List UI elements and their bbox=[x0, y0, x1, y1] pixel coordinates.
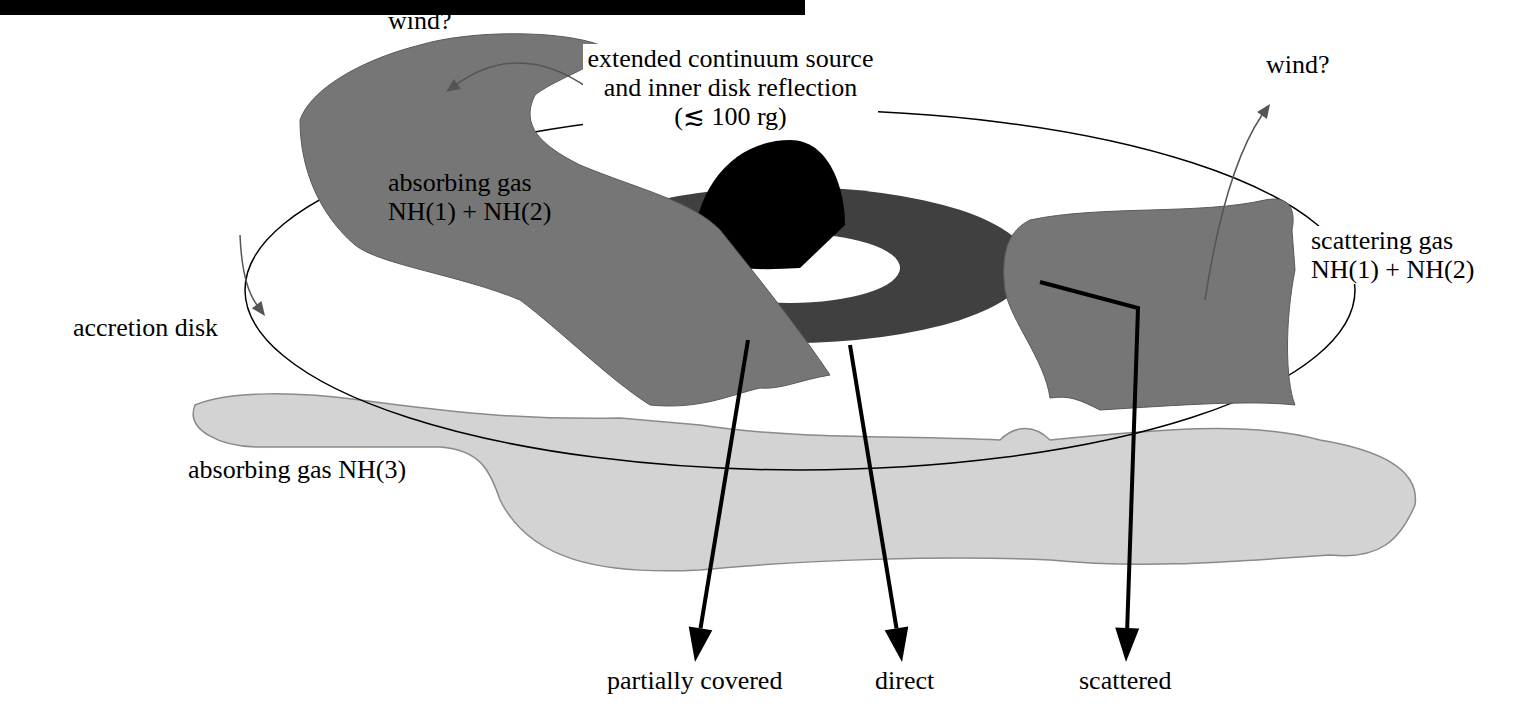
wind-arrow-head bbox=[446, 79, 461, 92]
ray-label: partially covered bbox=[607, 666, 782, 695]
disk-label: accretion disk bbox=[73, 313, 218, 342]
ray-label: scattered bbox=[1079, 666, 1171, 695]
absorber-label: absorbing gas NH(3) bbox=[188, 455, 406, 484]
rotation-arrow bbox=[240, 235, 257, 305]
wind-arrow-head bbox=[1257, 104, 1270, 119]
ray-head bbox=[885, 627, 909, 663]
wind-label: wind? bbox=[1266, 50, 1330, 79]
ray-head bbox=[1115, 628, 1139, 662]
wind-arrow bbox=[1205, 115, 1262, 300]
wind-label: wind? bbox=[388, 6, 452, 35]
absorber-label: absorbing gas NH(1) + NH(2) bbox=[388, 168, 564, 226]
wind-arrow bbox=[457, 63, 588, 88]
scatterer-label: scattering gas NH(1) + NH(2) bbox=[1308, 226, 1493, 284]
ray-label: direct bbox=[875, 666, 934, 695]
ray-line bbox=[1040, 282, 1138, 628]
scattering-cloud bbox=[1004, 199, 1295, 410]
rotation-arrow-head bbox=[252, 301, 265, 316]
ray-line bbox=[701, 340, 749, 628]
source-label: extended continuum source and inner disk… bbox=[583, 44, 878, 131]
ray-line bbox=[850, 345, 897, 628]
ray-head bbox=[689, 627, 713, 663]
